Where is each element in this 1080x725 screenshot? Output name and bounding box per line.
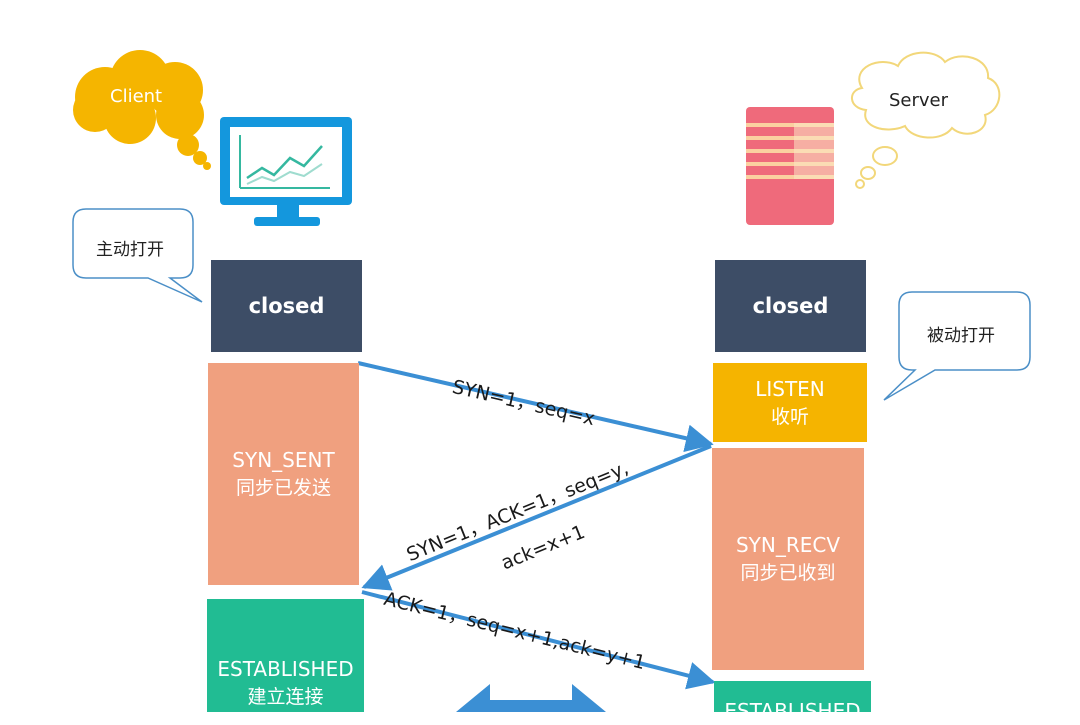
server-state-listen: LISTEN 收听 <box>713 363 867 442</box>
client-established-label: ESTABLISHED <box>217 657 354 681</box>
server-state-established: ESTABLISHED <box>714 681 871 723</box>
client-state-closed: closed <box>211 260 362 352</box>
client-thought-cloud <box>73 50 211 170</box>
syn-arrow <box>357 361 714 453</box>
client-syn-sent-cn: 同步已发送 <box>235 477 331 499</box>
syn-ack-arrow <box>361 444 712 591</box>
client-established-cn: 建立连接 <box>247 686 324 708</box>
client-callout-bubble <box>72 208 203 303</box>
server-callout-text: 被动打开 <box>927 326 995 346</box>
client-monitor-icon <box>220 117 352 226</box>
server-closed-label: closed <box>752 294 829 318</box>
server-thought-cloud <box>851 51 1001 189</box>
server-established-label: ESTABLISHED <box>724 699 861 723</box>
bidirectional-arrow <box>456 684 606 712</box>
server-syn-recv-label: SYN_RECV <box>735 533 841 557</box>
server-state-closed: closed <box>715 260 866 352</box>
ack-arrow <box>361 590 716 690</box>
client-callout-text: 主动打开 <box>96 240 164 260</box>
client-syn-sent-label: SYN_SENT <box>232 448 335 472</box>
server-rack-icon <box>746 107 834 225</box>
client-closed-label: closed <box>248 294 325 318</box>
server-callout-bubble <box>883 291 1031 401</box>
server-cloud-label: Server <box>889 90 949 111</box>
client-state-established: ESTABLISHED 建立连接 <box>207 599 364 712</box>
client-cloud-label: Client <box>110 86 163 107</box>
client-state-syn-sent: SYN_SENT 同步已发送 <box>208 363 359 585</box>
server-listen-label: LISTEN <box>755 376 825 401</box>
server-state-syn-recv: SYN_RECV 同步已收到 <box>712 448 864 670</box>
server-syn-recv-cn: 同步已收到 <box>740 562 836 584</box>
server-listen-cn: 收听 <box>770 405 809 428</box>
